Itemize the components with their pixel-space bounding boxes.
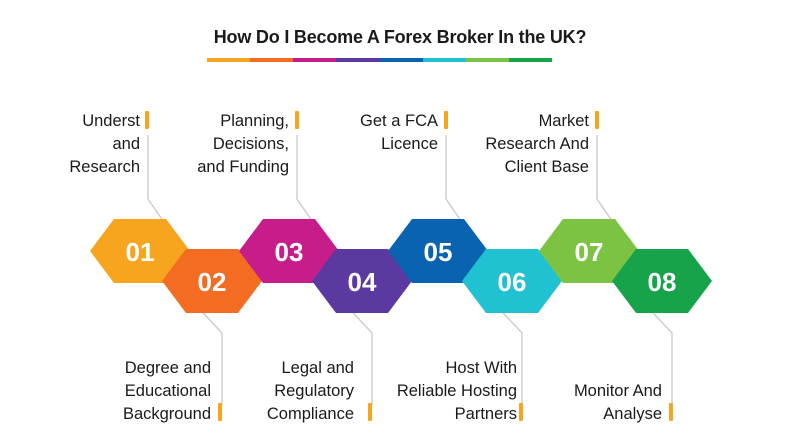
hexagon-shape [239,219,339,283]
step-hexagon-02: 02 [162,249,262,313]
step-number: 05 [424,237,453,267]
underline-segment [379,58,423,62]
hexagon-shape [162,249,262,313]
step-hexagon-05: 05 [388,219,488,283]
page-title: How Do I Become A Forex Broker In the UK… [213,27,587,47]
step-08-label: Monitor And Analyse [573,382,662,423]
step-01-label: Underst and Research [69,112,140,176]
underline-segment [293,58,337,62]
step-03-label: Planning, Decisions, and Funding [197,112,289,176]
hexagon-shape [388,219,488,283]
hexagon-shape [612,249,712,313]
step-number: 02 [198,267,227,297]
underline-segment [465,58,509,62]
step-hexagon-08: 08 [612,249,712,313]
hexagon-shape [312,249,412,313]
step-06-label: Host With Reliable Hosting Partners [396,359,517,423]
step-hexagon-07: 07 [539,219,639,283]
hexagon-shape [539,219,639,283]
step-number: 07 [575,237,604,267]
accent-tick [595,111,599,129]
accent-tick [295,111,299,129]
step-number: 01 [126,237,155,267]
hexagon-shape [90,219,190,283]
step-02-label: Degree and Educational Background [122,359,211,423]
step-05-label: Get a FCA Licence [360,112,438,153]
step-number: 06 [498,267,527,297]
step-hexagon-01: 01 [90,219,190,283]
step-number: 08 [648,267,677,297]
accent-tick [444,111,448,129]
accent-tick [368,403,372,421]
underline-segment [422,58,466,62]
underline-segment [207,58,251,62]
step-hexagon-04: 04 [312,249,412,313]
step-hexagon-03: 03 [239,219,339,283]
step-04-label: Legal and Regulatory Compliance [266,359,354,423]
title-underline [207,58,552,62]
step-07-label: Market Research And Client Base [485,112,589,176]
accent-tick [669,403,673,421]
step-hexagon-06: 06 [462,249,562,313]
step-connector-line [596,135,620,232]
underline-segment [250,58,294,62]
accent-tick [218,403,222,421]
underline-segment [336,58,380,62]
step-number: 03 [275,237,304,267]
step-connector-line [296,135,320,232]
accent-tick [145,111,149,129]
accent-tick [519,403,523,421]
underline-segment [508,58,552,62]
step-number: 04 [348,267,377,297]
hexagon-shape [462,249,562,313]
